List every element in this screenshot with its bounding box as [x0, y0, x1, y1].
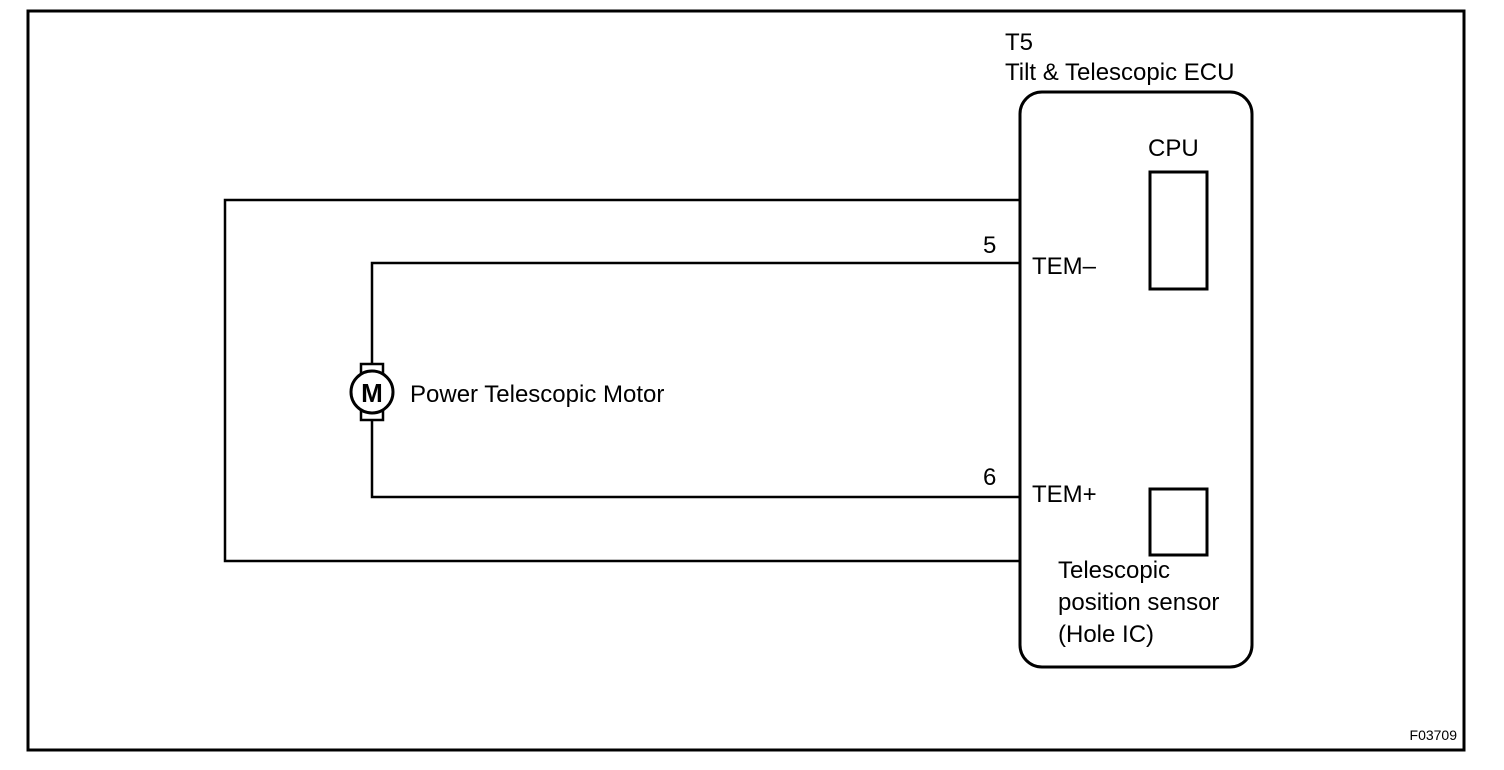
ecu-connector-label: T5 [1005, 29, 1033, 56]
cpu-block [1148, 170, 1209, 291]
motor-label: Power Telescopic Motor [410, 381, 664, 408]
motor-symbol: M [361, 378, 383, 408]
position-sensor-block [1148, 487, 1209, 557]
cpu-label: CPU [1148, 135, 1199, 162]
sensor-label-line-3: (Hole IC) [1058, 621, 1154, 648]
ecu-box [1018, 90, 1254, 669]
tem-plus-wire [370, 420, 1020, 499]
ecu-name-label: Tilt & Telescopic ECU [1005, 59, 1234, 86]
tem-minus-wire [370, 261, 1020, 365]
pin-5-number: 5 [983, 232, 996, 259]
figure-code: F03709 [1410, 727, 1458, 743]
pin-6-number: 6 [983, 464, 996, 491]
outer-loop-wire [223, 198, 1020, 563]
outer-frame [26, 9, 1466, 752]
pin-5-name: TEM– [1032, 253, 1097, 280]
motor-icon: M [349, 362, 395, 422]
sensor-label: Telescopic position sensor (Hole IC) [1058, 557, 1226, 648]
sensor-label-line-2: position sensor [1058, 589, 1219, 616]
pin-6-name: TEM+ [1032, 481, 1097, 508]
sensor-label-line-1: Telescopic [1058, 557, 1170, 584]
